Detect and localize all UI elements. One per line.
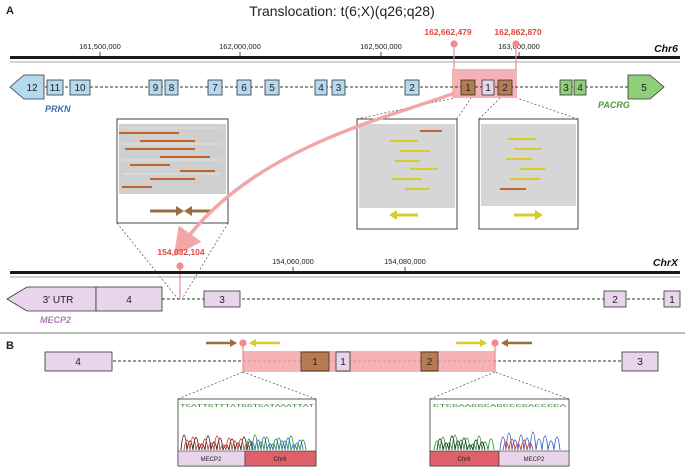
chrom-left-zoom-a bbox=[177, 371, 244, 400]
mecp2-exon-3: 3 bbox=[219, 295, 225, 306]
inverted-exons bbox=[460, 79, 513, 96]
pacrg-gene-label: PACRG bbox=[598, 100, 630, 110]
derivative-exon-1a: 1 bbox=[312, 357, 318, 368]
inverted-exon-2: 2 bbox=[502, 83, 508, 94]
panel-b-label: B bbox=[6, 340, 14, 352]
prkn-exon-12-label: 12 bbox=[26, 83, 38, 94]
figure-title: Translocation: t(6;X)(q26;q28) bbox=[249, 3, 434, 19]
pacrg-exons bbox=[559, 79, 587, 96]
derivative-exon-1b: 1 bbox=[340, 357, 346, 368]
prkn-exon-8: 8 bbox=[169, 83, 175, 94]
chrom-left-zoom-b bbox=[242, 371, 317, 400]
prkn-exon-5: 5 bbox=[269, 83, 275, 94]
pileup-right bbox=[478, 97, 579, 230]
chrom-right-zoom-b bbox=[494, 371, 570, 400]
chr6-breakpoint-2: 162,862,870 bbox=[494, 27, 542, 37]
chromatogram-right bbox=[429, 398, 570, 467]
pacrg-exon-5-arrow bbox=[627, 74, 665, 100]
prkn-exon-6: 6 bbox=[241, 83, 247, 94]
chr6-tick-2: 162,000,000 bbox=[219, 42, 261, 51]
chr6-axis bbox=[10, 52, 680, 63]
chrom-right-sequence: CTCGAAGGCAGCCCGACCCCA bbox=[433, 403, 567, 409]
mecp2-exons bbox=[95, 286, 681, 312]
prkn-exon-4: 4 bbox=[318, 83, 324, 94]
chr6-breakpoint-1: 162,662,479 bbox=[424, 27, 472, 37]
pacrg-exon-4: 4 bbox=[577, 83, 583, 94]
chrx-zoom-line-right bbox=[181, 222, 229, 300]
chr6-tick-3: 162,500,000 bbox=[360, 42, 402, 51]
chrx-breakpoint-label: 154,032,104 bbox=[157, 247, 205, 257]
pileup-middle bbox=[356, 97, 472, 230]
prkn-exon-11: 11 bbox=[50, 83, 61, 94]
inverted-exon-1b: 1 bbox=[485, 83, 491, 94]
mecp2-exon-4: 4 bbox=[126, 295, 132, 306]
prkn-exon-10: 10 bbox=[74, 83, 86, 94]
chrom-left-label-mecp2: MECP2 bbox=[201, 457, 222, 463]
pacrg-exon-5-label: 5 bbox=[641, 83, 647, 94]
primer-arrows bbox=[206, 339, 532, 347]
mecp2-exon-1: 1 bbox=[669, 295, 675, 306]
mecp2-exon-2: 2 bbox=[612, 295, 618, 306]
derivative-inserted-region bbox=[243, 351, 495, 372]
prkn-exon-3: 3 bbox=[336, 83, 342, 94]
chr6-breakpoint-pins bbox=[450, 40, 520, 70]
chrx-breakpoint-pin bbox=[176, 262, 184, 298]
prkn-exon-2: 2 bbox=[409, 83, 415, 94]
chrom-left-label-chr6: Chr6 bbox=[273, 457, 287, 463]
pileup-left bbox=[116, 118, 229, 224]
chr6-tick-1: 161,500,000 bbox=[79, 42, 121, 51]
chrom-right-label-mecp2: MECP2 bbox=[524, 457, 545, 463]
pacrg-exon-3: 3 bbox=[563, 83, 569, 94]
mecp2-gene-label: MECP2 bbox=[40, 315, 71, 325]
chrom-left-sequence: TCATTGTTTATGGTCATAAATTAT bbox=[180, 403, 314, 409]
chrx-label: ChrX bbox=[653, 257, 679, 269]
prkn-exon-12-arrow bbox=[9, 74, 45, 100]
inverted-exon-1a: 1 bbox=[465, 83, 471, 94]
chrx-tick-2: 154,080,000 bbox=[384, 257, 426, 266]
derivative-exons bbox=[44, 351, 659, 372]
prkn-exon-7: 7 bbox=[212, 83, 218, 94]
junction-pins bbox=[239, 339, 499, 372]
prkn-exon-9: 9 bbox=[153, 83, 159, 94]
derivative-exon-3: 3 bbox=[637, 357, 643, 368]
chrom-right-label-chr6: Chr6 bbox=[457, 457, 471, 463]
chromatogram-left bbox=[177, 398, 317, 467]
translocation-curved-arrow bbox=[173, 91, 456, 257]
chrx-tick-1: 154,060,000 bbox=[272, 257, 314, 266]
mecp2-utr-label: 3' UTR bbox=[43, 295, 74, 306]
derivative-exon-2: 2 bbox=[427, 357, 433, 368]
chrx-zoom-line-left bbox=[116, 222, 179, 300]
derivative-exon-4: 4 bbox=[75, 357, 81, 368]
chr6-label: Chr6 bbox=[654, 43, 678, 55]
prkn-gene-label: PRKN bbox=[45, 104, 71, 114]
chrom-right-zoom-a bbox=[429, 371, 496, 400]
chrx-axis bbox=[10, 267, 680, 278]
chr6-tick-4: 163,000,000 bbox=[498, 42, 540, 51]
prkn-exons bbox=[46, 79, 420, 96]
panel-a-label: A bbox=[6, 5, 14, 17]
